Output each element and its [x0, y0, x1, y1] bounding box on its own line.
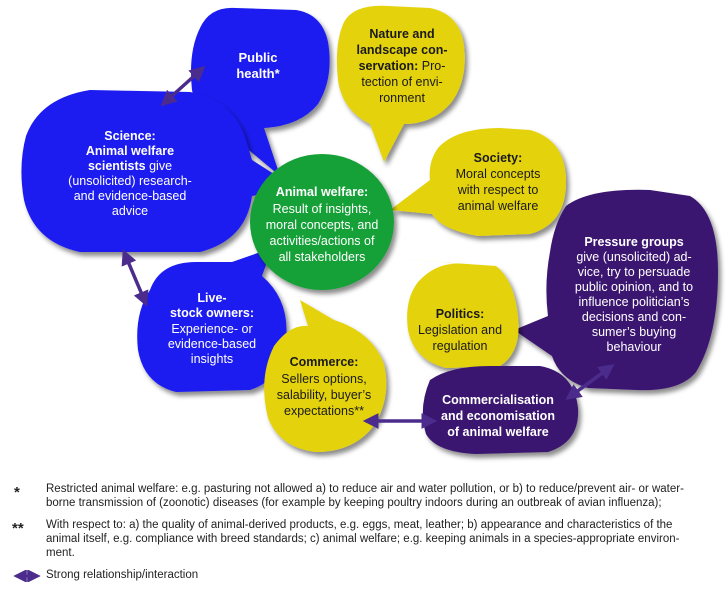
politics-text: Politics: Legislation and regulation	[418, 307, 502, 353]
footnote-star-line2: borne transmission of (zoonotic) disease…	[46, 497, 662, 509]
society-text: Society: Moral concepts with respect to …	[456, 151, 541, 213]
livestock-owners-bubble	[137, 248, 287, 392]
footnote-star-mark: *	[14, 484, 20, 501]
footnote-double-star-mark: **	[12, 520, 24, 537]
commercialisation-line3: of animal welfare	[447, 425, 548, 439]
pressure-text: Pressure groups give (unsolicited) ad- v…	[575, 235, 693, 354]
public-health-text: Public health*	[236, 50, 280, 81]
commercialisation-line1: Commercialisation	[442, 393, 554, 407]
livestock-line2: stock owners:	[170, 306, 254, 320]
livestock-line5: insights	[191, 352, 233, 366]
livestock-line4: evidence-based	[168, 337, 256, 351]
pressure-line8: behaviour	[607, 340, 662, 354]
commercialisation-text: Commercialisation and economisation of a…	[441, 393, 555, 439]
public-health-title: Public	[238, 50, 277, 65]
animal-welfare-center	[250, 154, 394, 290]
politics-line2: Legislation and	[418, 323, 502, 337]
society-line4: animal welfare	[458, 199, 539, 213]
pressure-line5: influence politician’s	[579, 295, 690, 309]
commercialisation-bubble	[422, 366, 579, 454]
commerce-line4: expectations**	[284, 404, 364, 418]
science-bubble	[21, 90, 297, 252]
livestock-line1: Live-	[197, 291, 226, 305]
diagram: Public health* Nature and landscape con-…	[21, 5, 718, 454]
pressure-line3: vice, try to persuade	[578, 265, 691, 279]
commerce-line3: salability, buyer’s	[277, 388, 372, 402]
commercialisation-line2: and economisation	[441, 409, 555, 423]
nature-line1: Nature and	[369, 27, 434, 41]
center-line4: activities/actions of	[270, 234, 375, 248]
science-line5: and evidence-based	[74, 189, 187, 203]
arrow-public-health-science	[160, 65, 206, 107]
pressure-line4: public opinion, and to	[575, 280, 693, 294]
footnote-double-star-line3: ment.	[46, 547, 75, 559]
center-text: Animal welfare: Result of insights, mora…	[266, 185, 379, 264]
commerce-text: Commerce: Sellers options, salability, b…	[277, 355, 372, 418]
politics-line3: regulation	[433, 339, 488, 353]
science-text: Science: Animal welfare scientists give …	[68, 129, 192, 218]
science-line2: Animal welfare	[86, 144, 174, 158]
society-line2: Moral concepts	[456, 167, 541, 181]
politics-bubble	[396, 258, 519, 368]
politics-line1: Politics:	[436, 307, 485, 321]
pressure-line2: give (unsolicited) ad-	[576, 250, 691, 264]
commerce-line2: Sellers options,	[281, 372, 366, 386]
science-line4: (unsolicited) research-	[68, 174, 192, 188]
pressure-line7: sumer’s buying	[592, 325, 676, 339]
footnote-star-line1: Restricted animal welfare: e.g. pasturin…	[46, 483, 684, 495]
footnote-double-star-line2: animal itself, e.g. compliance with bree…	[46, 533, 680, 545]
pressure-groups-bubble	[514, 189, 718, 391]
public-health-bubble	[191, 7, 330, 177]
center-line1: Animal welfare:	[276, 185, 368, 199]
nature-line5: ronment	[379, 91, 425, 105]
society-bubble	[390, 128, 566, 236]
science-line6: advice	[112, 204, 148, 218]
nature-text: Nature and landscape con- servation: Pro…	[357, 27, 448, 105]
legend-label: Strong relationship/interaction	[46, 569, 199, 581]
science-line1: Science:	[104, 129, 155, 143]
commerce-bubble	[264, 300, 387, 452]
nature-line3: servation: Pro-	[359, 59, 446, 73]
science-line3: scientists give	[88, 159, 172, 173]
legend-arrow-icon	[13, 570, 41, 582]
public-health-subtitle: health*	[236, 66, 280, 81]
center-line5: all stakeholders	[279, 250, 366, 264]
nature-line2: landscape con-	[357, 43, 448, 57]
nature-line4: tection of envi-	[361, 75, 442, 89]
society-line3: with respect to	[457, 183, 539, 197]
livestock-text: Live- stock owners: Experience- or evide…	[168, 291, 256, 366]
arrow-pressure-commercialisation	[565, 364, 615, 400]
pressure-line6: decisions and con-	[582, 310, 686, 324]
commerce-line1: Commerce:	[290, 355, 359, 369]
pressure-line1: Pressure groups	[584, 235, 683, 249]
footnote-double-star-line1: With respect to: a) the quality of anima…	[46, 519, 673, 531]
nature-bubble	[336, 5, 465, 162]
center-line3: moral concepts, and	[266, 218, 379, 232]
livestock-line3: Experience- or	[171, 322, 252, 336]
society-line1: Society:	[474, 151, 523, 165]
arrow-science-livestock	[121, 249, 149, 307]
center-line2: Result of insights,	[273, 202, 372, 216]
